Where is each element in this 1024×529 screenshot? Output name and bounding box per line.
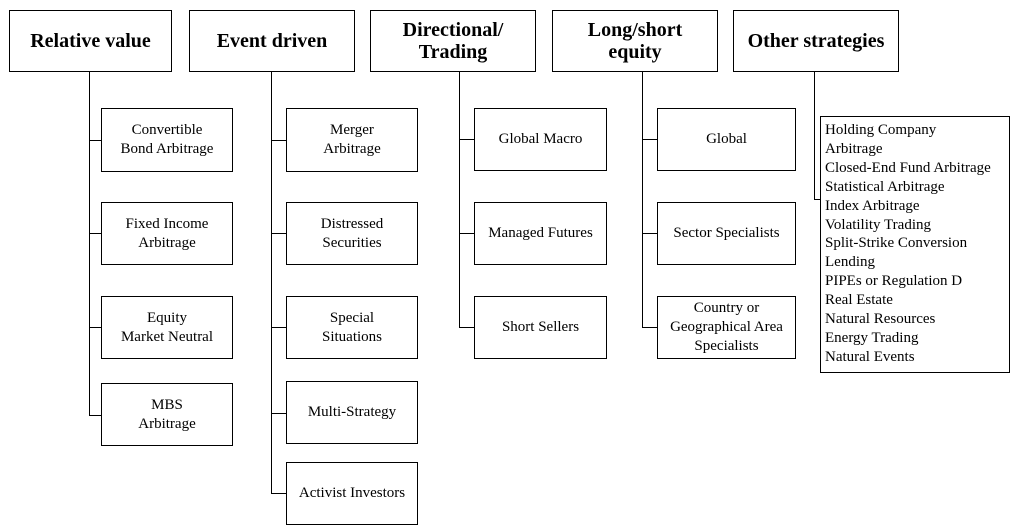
list-item: Holding Company [825,122,937,138]
long-short-equity-trunk [642,72,644,328]
directional-trading-trunk [459,72,461,328]
strategy-label: Short Sellers [501,319,580,335]
category-title: Long/short equity [587,19,683,63]
connector [814,199,821,201]
connector [271,493,287,495]
strategy-box: Country or Geographical Area Specialists [657,296,796,359]
strategy-box: Equity Market Neutral [101,296,233,359]
list-item: Lending [825,254,875,271]
strategy-box: Activist Investors [286,462,418,525]
connector [89,327,102,329]
strategy-box: MBS Arbitrage [101,383,233,446]
connector [271,327,287,329]
strategy-box: Managed Futures [474,202,607,265]
list-item: Volatility Trading [825,216,931,233]
list-item: Closed-End Fund Arbitrage [825,159,991,176]
strategy-label: Country or Geographical Area Specialists [670,300,783,354]
category-other-strategies: Other strategies [733,10,899,72]
strategy-box: Distressed Securities [286,202,418,265]
connector [642,327,658,329]
strategy-box: Special Situations [286,296,418,359]
strategy-label: Global [706,131,747,147]
strategy-label: Merger Arbitrage [323,122,381,157]
strategy-label: Multi-Strategy [307,404,397,420]
strategy-box: Global [657,108,796,171]
connector [459,139,475,141]
other-strategies-trunk [814,72,816,200]
connector [642,233,658,235]
relative-value-trunk [89,72,91,416]
category-title: Event driven [216,30,328,52]
list-item: PIPEs or Regulation D [825,273,963,290]
strategy-label: Activist Investors [298,485,406,501]
category-long-short-equity: Long/short equity [552,10,718,72]
list-item: Split-Strike Conversion [825,235,968,252]
strategy-box: Sector Specialists [657,202,796,265]
connector [459,233,475,235]
strategy-box: Global Macro [474,108,607,171]
connector [271,140,287,142]
strategy-label: Sector Specialists [673,225,780,241]
list-item: Index Arbitrage [825,197,920,214]
strategy-box: Fixed Income Arbitrage [101,202,233,265]
category-directional-trading: Directional/ Trading [370,10,536,72]
category-event-driven: Event driven [189,10,355,72]
strategy-label: MBS Arbitrage [138,396,196,432]
strategy-box: Multi-Strategy [286,381,418,444]
strategy-label: Global Macro [498,131,583,147]
connector [271,233,287,235]
list-item: Natural Events [825,348,915,365]
list-item: Real Estate [825,292,893,309]
event-driven-trunk [271,72,273,494]
connector [89,140,102,142]
strategy-box: Merger Arbitrage [286,108,418,172]
category-title: Directional/ Trading [402,19,504,63]
category-title: Other strategies [747,30,885,52]
connector [89,415,102,417]
strategy-box: Convertible Bond Arbitrage [101,108,233,172]
list-item: Statistical Arbitrage [825,178,945,195]
list-item: Natural Resources [825,311,936,328]
other-strategies-list: Holding Company Arbitrage Closed-End Fun… [820,116,1010,373]
strategy-label: Distressed Securities [320,215,384,251]
strategy-box: Short Sellers [474,296,607,359]
connector [642,139,658,141]
strategy-label: Fixed Income Arbitrage [125,215,209,251]
strategy-label: Equity Market Neutral [120,309,214,345]
connector [271,413,287,415]
strategy-label: Convertible Bond Arbitrage [120,122,214,157]
strategy-label: Special Situations [321,309,382,345]
category-relative-value: Relative value [9,10,172,72]
list-item: Energy Trading [825,329,919,346]
category-title: Relative value [30,30,151,52]
connector [459,327,475,329]
strategy-label: Managed Futures [488,225,593,241]
connector [89,233,102,235]
list-item: Arbitrage [825,140,883,157]
